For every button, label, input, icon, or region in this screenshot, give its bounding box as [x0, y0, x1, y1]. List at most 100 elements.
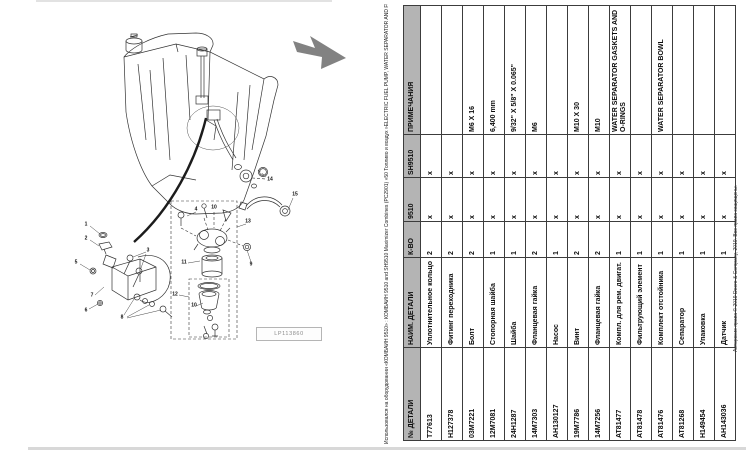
table-cell: 2: [462, 221, 484, 258]
table-cell: x: [567, 134, 589, 178]
table-cell: Фитинг переходника: [441, 257, 463, 348]
table-cell: 24H1287: [504, 347, 526, 441]
column-header: НАИМ. ДЕТАЛИ: [403, 257, 421, 348]
table-cell: 1: [504, 221, 526, 258]
table-cell: 1: [693, 221, 715, 258]
column-header: 9510: [403, 177, 421, 222]
diagram-line-art: [79, 32, 346, 340]
table-cell: Болт: [462, 257, 484, 348]
table-cell: x: [462, 177, 484, 222]
table-cell: x: [420, 134, 442, 178]
table-cell: 1: [609, 221, 631, 258]
table-cell: x: [441, 134, 463, 178]
table-cell: T77613: [420, 347, 442, 441]
table-cell: Уплотнительное кольцо: [420, 257, 442, 348]
callout-number: 14: [267, 176, 273, 183]
callout-leader-lines: [79, 197, 294, 319]
table-cell: 14M7303: [525, 347, 547, 441]
callout-number: 1: [84, 221, 88, 228]
table-cell: 9/32" X 5/8" X 0.065": [504, 5, 526, 135]
table-cell: Компл. для рем. двигат.: [609, 257, 631, 348]
image-id-text: LP113860: [274, 331, 304, 337]
table-cell: AT81268: [672, 347, 694, 441]
callout-number: 2: [84, 235, 88, 242]
table-cell: 2: [525, 221, 547, 258]
copyright-notice: Авторские права © 2019 Deere & Company, …: [733, 185, 739, 352]
column-header: SH9510: [403, 134, 421, 178]
table-cell: x: [420, 177, 442, 222]
table-cell: x: [588, 177, 610, 222]
table-cell: x: [483, 177, 505, 222]
table-cell: x: [504, 134, 526, 178]
callout-number: 4: [194, 206, 198, 213]
table-cell: x: [672, 134, 694, 178]
callout-number: 13: [245, 218, 251, 225]
table-cell: 12M7081: [483, 347, 505, 441]
page-edge-top: [36, 0, 332, 2]
table-cell: x: [546, 134, 568, 178]
image-id-label: LP113860: [256, 327, 322, 341]
direction-arrow-icon: [293, 36, 346, 69]
table-cell: AT81477: [609, 347, 631, 441]
table-cell: Упаковка: [693, 257, 715, 348]
column-header: ПРИМЕЧАНИЯ: [403, 5, 421, 135]
callout-number: 6: [84, 307, 88, 314]
table-cell: Фланцевая гайка: [525, 257, 547, 348]
table-cell: [546, 5, 568, 135]
table-cell: x: [483, 134, 505, 178]
callout-number: 8: [120, 314, 124, 321]
breadcrumb: Использовался на оборудовании «КОМБАЙН 9…: [384, 4, 390, 444]
table-cell: x: [546, 177, 568, 222]
table-cell: 1: [630, 221, 652, 258]
table-cell: [714, 5, 736, 135]
fuel-tank-drawing: [123, 32, 279, 215]
table-cell: x: [630, 177, 652, 222]
callout-number: 9: [249, 261, 253, 268]
table-cell: 2: [567, 221, 589, 258]
table-cell: AH143036: [714, 347, 736, 441]
column-header: К-ВО: [403, 221, 421, 258]
table-cell: [672, 5, 694, 135]
table-cell: 19M7786: [567, 347, 589, 441]
table-cell: AH130127: [546, 347, 568, 441]
table-cell: Фильтрующий элемент: [630, 257, 652, 348]
callout-number: 10: [211, 204, 217, 211]
table-cell: AT81478: [630, 347, 652, 441]
table-cell: Фланцевая гайка: [588, 257, 610, 348]
callout-number: 3: [146, 247, 150, 254]
table-cell: 1: [651, 221, 673, 258]
table-cell: x: [630, 134, 652, 178]
table-cell: Винт: [567, 257, 589, 348]
table-cell: Сепаратор: [672, 257, 694, 348]
table-cell: x: [588, 134, 610, 178]
table-cell: x: [693, 177, 715, 222]
table-cell: WATER SEPARATOR GASKETS AND O-RINGS: [609, 5, 631, 135]
callout-number: 12: [172, 291, 178, 298]
table-cell: Стопорная шайба: [483, 257, 505, 348]
table-cell: [630, 5, 652, 135]
callout-number: 15: [292, 191, 298, 198]
table-cell: x: [672, 177, 694, 222]
table-cell: x: [525, 177, 547, 222]
sensor-wire-drawing: [238, 196, 291, 217]
table-cell: H149454: [693, 347, 715, 441]
table-cell: x: [504, 177, 526, 222]
table-cell: M6: [525, 5, 547, 135]
table-cell: 6,400 mm: [483, 5, 505, 135]
table-cell: x: [609, 134, 631, 178]
table-cell: M6 X 16: [462, 5, 484, 135]
table-cell: x: [609, 177, 631, 222]
callout-number: 7: [90, 292, 94, 299]
